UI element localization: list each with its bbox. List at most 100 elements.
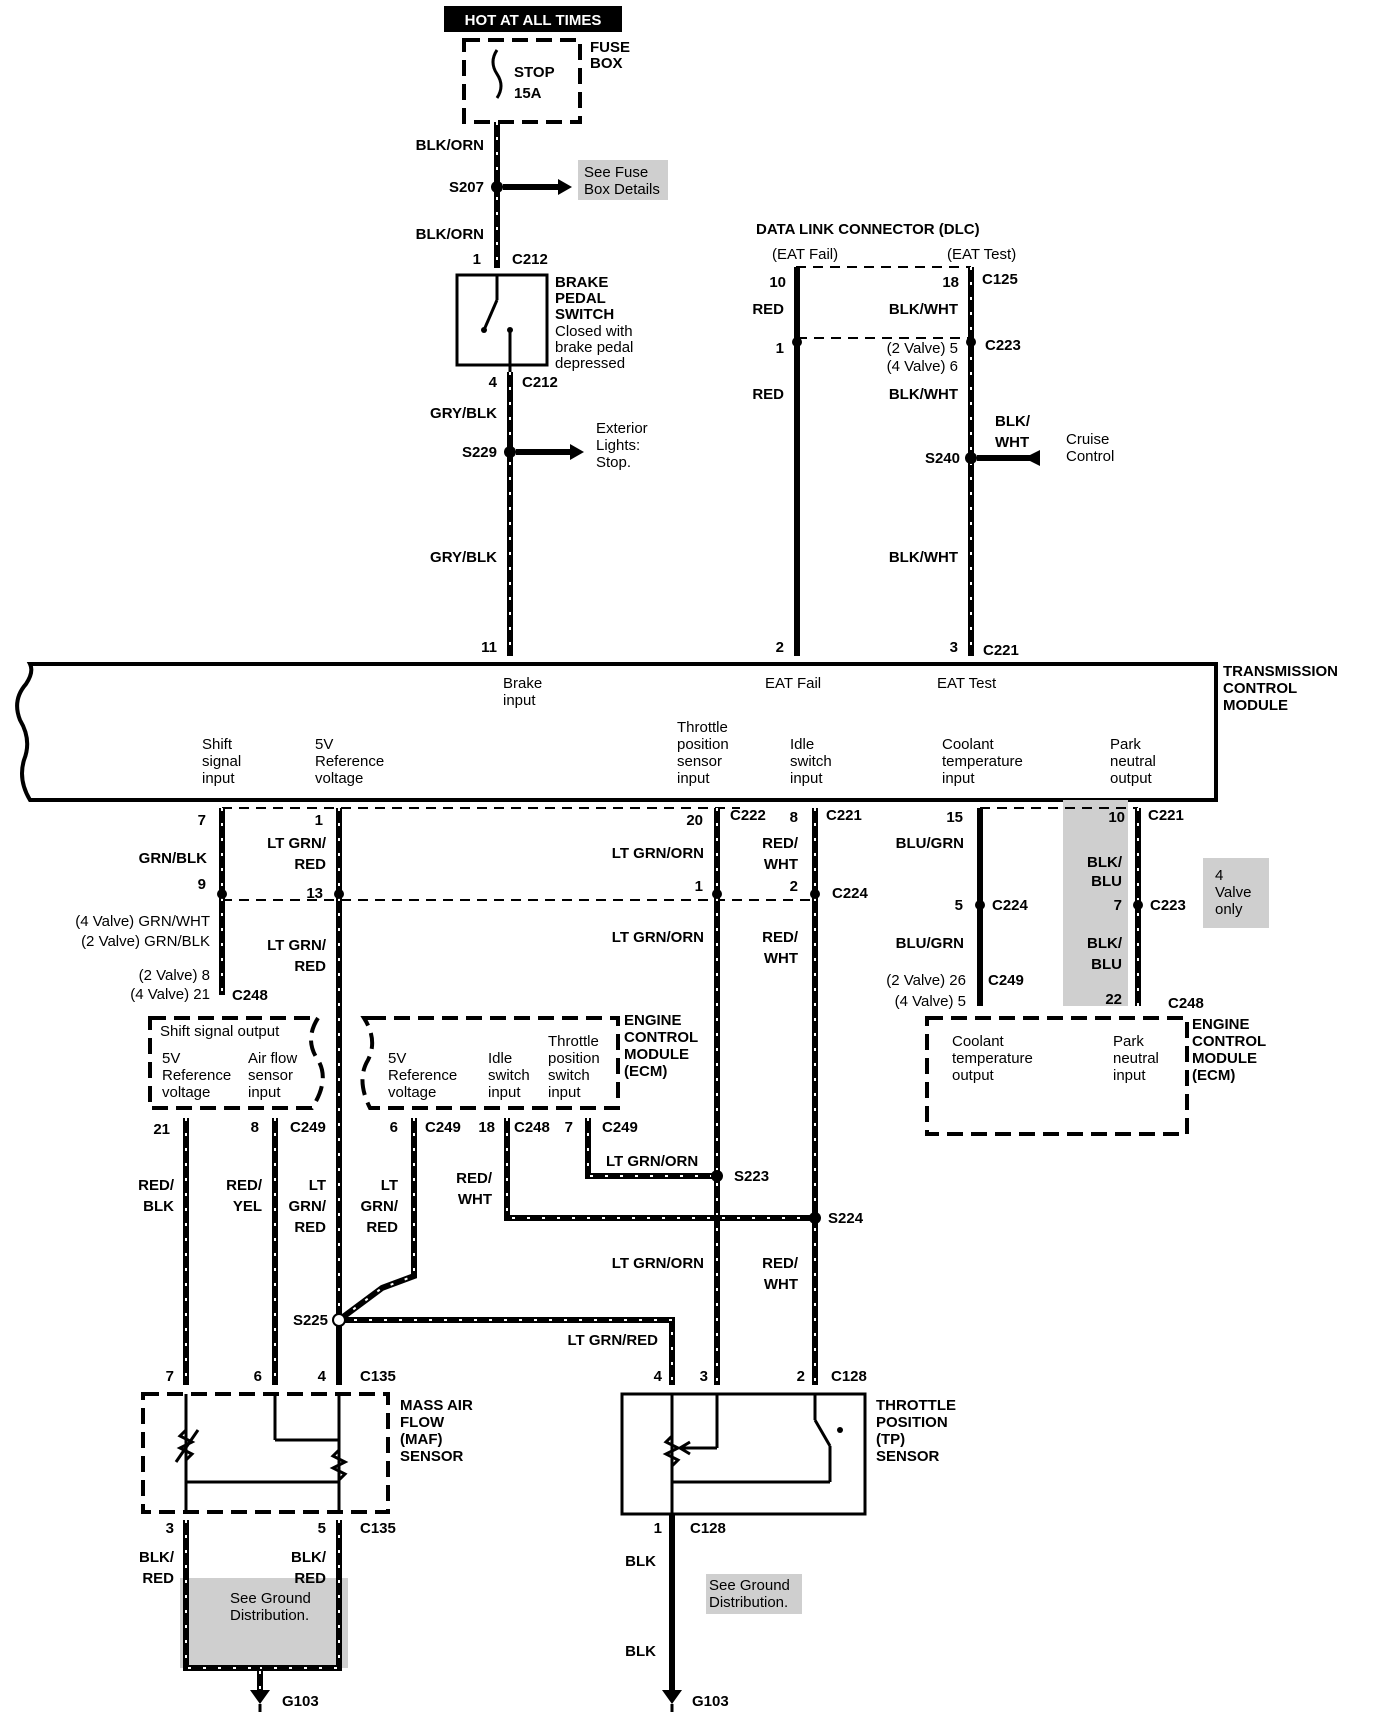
c224-pin-5: 5 (955, 897, 963, 914)
ecm-ref5v-1: 5V (162, 1050, 180, 1067)
tp-potentiometer-icon (662, 1434, 682, 1468)
wire-ltgrn-orn-label-1: LT GRN/ORN (612, 845, 704, 862)
ecm-pin-7: 7 (565, 1119, 573, 1136)
wire-blu-grn-label-2: BLU/GRN (896, 935, 964, 952)
tcm-pin-8: 8 (790, 809, 798, 826)
ground-note-2a: See Ground (709, 1577, 790, 1594)
splice-s207 (491, 181, 503, 193)
ecm-throttle-3: switch (548, 1067, 590, 1084)
wire-ltgrn-orn-3: LT GRN/ORN (606, 1153, 698, 1170)
brake-switch-desc-2: brake pedal (555, 339, 633, 356)
wire-ltgrn-red-3: LT GRN/RED (567, 1332, 658, 1349)
tcm-idle-1: Idle (790, 736, 814, 753)
brake-pin-1: 1 (473, 251, 481, 268)
wire-blu-grn-label-1: BLU/GRN (896, 835, 964, 852)
ground-section: 3 5 C135 BLK/ RED BLK/ RED See Ground Di… (139, 1514, 802, 1712)
conn-c212-top: C212 (512, 251, 548, 268)
fuse-box-outline (462, 38, 582, 124)
wire-ltgrn-red-label-1b: RED (294, 856, 326, 873)
tp-pin-3: 3 (700, 1368, 708, 1385)
tcm-park-3: output (1110, 770, 1153, 787)
wire-red-wht-3a: RED/ (762, 1255, 799, 1272)
wire-blk-wht-label-2: BLK/WHT (889, 386, 958, 403)
tcm-ref5v-1: 5V (315, 736, 333, 753)
wire-ltgrn-orn-4: LT GRN/ORN (612, 1255, 704, 1272)
tp-title-4: SENSOR (876, 1448, 940, 1465)
lower-wiring: 7 1 20 C222 8 C221 15 10 C221 GRN/BLK LT… (75, 807, 1251, 1385)
wire-grn-blk-2valve: (2 Valve) GRN/BLK (81, 933, 210, 950)
tcm-pin-20: 20 (686, 812, 703, 829)
ecm-ref5v-3: voltage (162, 1084, 210, 1101)
ground-icon-g103-b (662, 1690, 682, 1704)
dlc-title: DATA LINK CONNECTOR (DLC) (756, 221, 980, 238)
tcm-ref5v-2: Reference (315, 753, 384, 770)
splice-s224-label: S224 (828, 1210, 864, 1227)
tcm-ref5v-3: voltage (315, 770, 363, 787)
wire-blk-wht-label-3a: BLK/ (995, 413, 1031, 430)
wire-red-wht-3b: WHT (764, 1276, 798, 1293)
ecm-ref5v-2: Reference (162, 1067, 231, 1084)
cruise-control-note-2: Control (1066, 448, 1114, 465)
tcm-tps-3: sensor (677, 753, 722, 770)
conn-c248-b: C248 (1168, 995, 1204, 1012)
wire-red-label-2: RED (752, 386, 784, 403)
ecm-right-title-1: ENGINE (1192, 1016, 1250, 1033)
c248-pin-22: 22 (1105, 991, 1122, 1008)
four-valve-note-1: 4 (1215, 867, 1223, 884)
ecm-pin-18: 18 (478, 1119, 495, 1136)
tcm-coolant-2: temperature (942, 753, 1023, 770)
wire-blk-red-1a: BLK/ (139, 1549, 175, 1566)
ecm-idle-2: switch (488, 1067, 530, 1084)
maf-pin-4: 4 (318, 1368, 327, 1385)
brake-switch-title-3: SWITCH (555, 306, 614, 323)
c223-pin-2valve: (2 Valve) 5 (887, 340, 958, 357)
c223-pin-1: 1 (776, 340, 784, 357)
c249-pin-2valve: (2 Valve) 26 (886, 972, 966, 989)
wire-red-blk-b: BLK (143, 1198, 174, 1215)
wire-ltgrn-red-label-1a: LT GRN/ (267, 835, 327, 852)
tcm-module: TRANSMISSION CONTROL MODULE Brake input … (15, 662, 1338, 802)
conn-c249-b: C249 (425, 1119, 461, 1136)
ground-icon-g103-a (250, 1690, 270, 1704)
ecm-right-title-2: CONTROL (1192, 1033, 1266, 1050)
tcm-tps-4: input (677, 770, 710, 787)
ground-g103-a: G103 (282, 1693, 319, 1710)
ecm-title-4: (ECM) (624, 1063, 667, 1080)
ecm-pin-21: 21 (153, 1121, 170, 1138)
tcm-coolant-3: input (942, 770, 975, 787)
c224-pin-2: 2 (790, 878, 798, 895)
wire-red-label-1: RED (752, 301, 784, 318)
tcm-title-3: MODULE (1223, 697, 1288, 714)
conn-c249-a: C249 (290, 1119, 326, 1136)
ecm-ref5v-b-1: 5V (388, 1050, 406, 1067)
conn-c212-bottom: C212 (522, 374, 558, 391)
ecm-throttle-1: Throttle (548, 1033, 599, 1050)
ecm-throttle-2: position (548, 1050, 600, 1067)
ecm-coolant-3: output (952, 1067, 995, 1084)
tcm-eat-fail: EAT Fail (765, 675, 821, 692)
arrow-s229 (570, 444, 584, 460)
fuse-box-title-2: BOX (590, 55, 623, 72)
brake-switch-box (455, 273, 549, 367)
splice-s225-label: S225 (293, 1312, 328, 1329)
exterior-lights-note-3: Stop. (596, 454, 631, 471)
tcm-title-1: TRANSMISSION (1223, 663, 1338, 680)
tcm-pin-15: 15 (946, 809, 963, 826)
ecm-left: Shift signal output 5V Reference voltage… (148, 1016, 325, 1110)
conn-c135-b: C135 (360, 1520, 396, 1537)
four-valve-note-2: Valve (1215, 884, 1251, 901)
ecm-title-1: ENGINE (624, 1012, 682, 1029)
dlc-pin-18: 18 (942, 274, 959, 291)
conn-c223-b: C223 (1150, 897, 1186, 914)
conn-c248-ecm: C248 (514, 1119, 550, 1136)
wire-red-wht-label-1b: WHT (764, 856, 798, 873)
wire-grn-wht-4valve: (4 Valve) GRN/WHT (75, 913, 210, 930)
tp-gnd-pin-1: 1 (654, 1520, 662, 1537)
ground-note-1b: Distribution. (230, 1607, 309, 1624)
tcm-pin-7: 7 (198, 812, 206, 829)
tcm-shift-2: signal (202, 753, 241, 770)
wire-gry-blk-1: GRY/BLK (430, 405, 497, 422)
conn-c224-b: C224 (992, 897, 1029, 914)
ecm-coolant-2: temperature (952, 1050, 1033, 1067)
